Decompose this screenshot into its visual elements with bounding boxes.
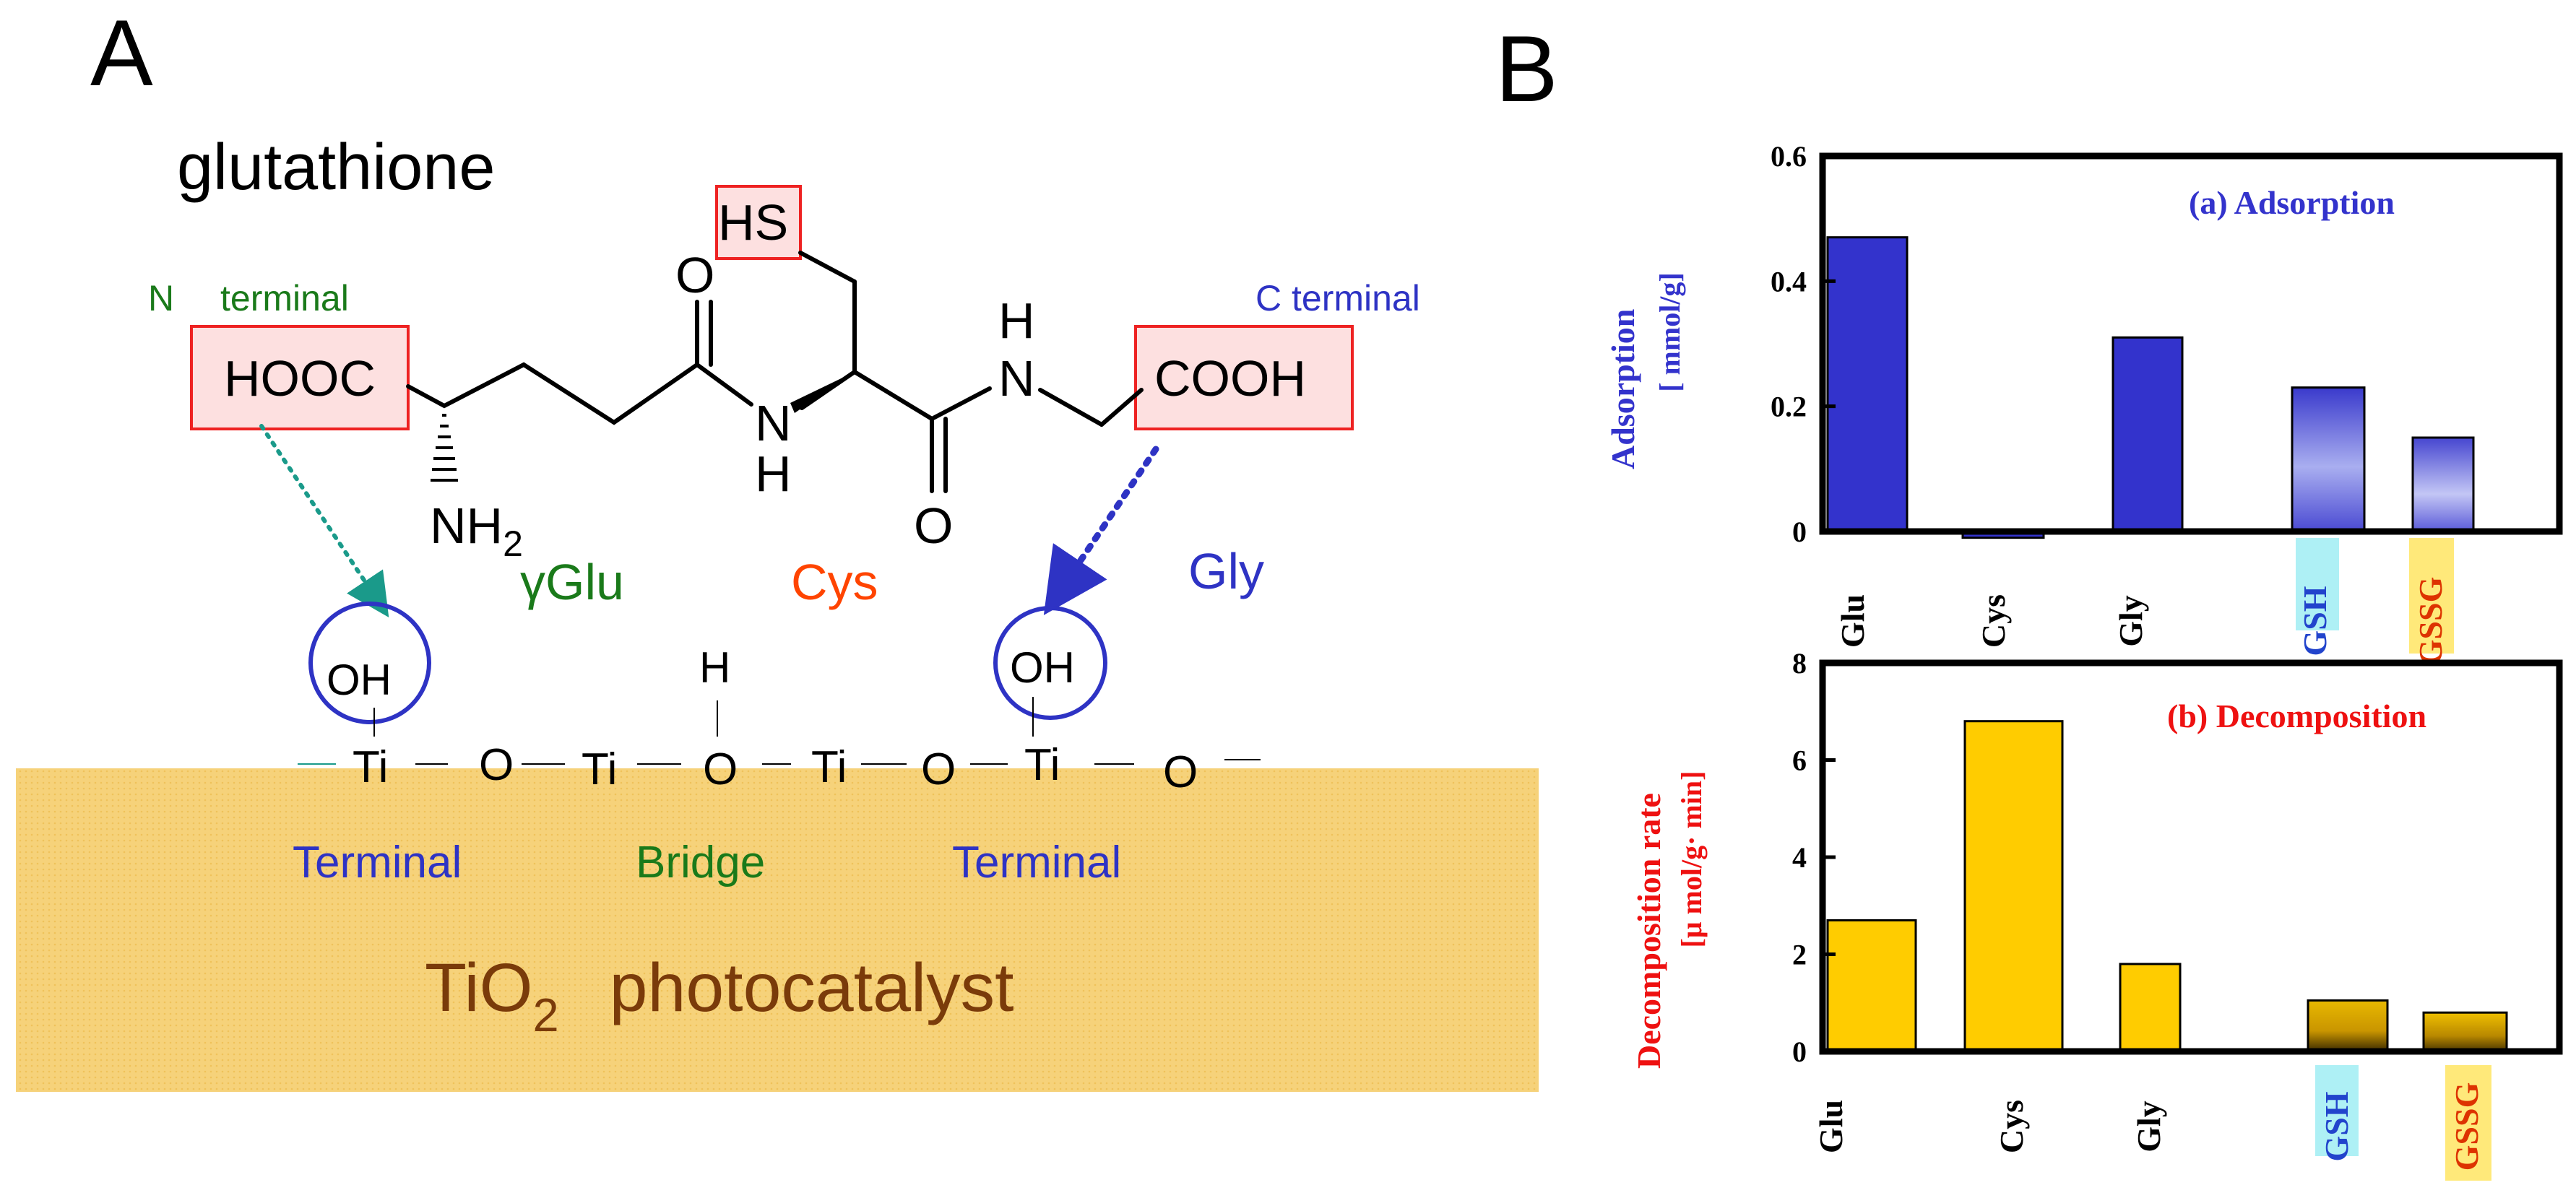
x-category-label: Glu <box>1834 594 1871 648</box>
y-axis-label: Adsorption <box>1604 309 1641 469</box>
chart-title: (b) Decomposition <box>2167 698 2426 734</box>
amide-n1: N <box>755 395 792 451</box>
chart-bar <box>2422 1011 2508 1053</box>
atom-labels: HOOC COOH HS O O N H H N NH2 <box>224 194 1306 564</box>
chart-bar <box>2307 999 2389 1053</box>
n-terminal-n: N <box>148 278 174 318</box>
surface-atoms: Ti O Ti O Ti O Ti O <box>353 740 1198 797</box>
panel-a-letter: A <box>90 0 153 105</box>
chart-bar <box>1826 236 1909 533</box>
y-tick-label: 0.6 <box>1771 140 1807 173</box>
surface-atom: O <box>921 745 956 794</box>
n-terminal-word: terminal <box>220 278 349 318</box>
plot-frame <box>1819 152 2563 535</box>
arrow-c-terminal <box>1043 446 1159 615</box>
x-category-label: GSH <box>2318 1091 2355 1161</box>
panel-a: A glutathione N terminal C terminal <box>16 0 1539 1092</box>
carbonyl-o2: O <box>914 498 953 554</box>
chart-bar <box>2119 963 2182 1053</box>
chart-bar <box>1826 919 1917 1053</box>
tio2-surface <box>16 768 1539 1092</box>
amide-h2: H <box>998 292 1035 349</box>
hooc-label: HOOC <box>224 350 376 407</box>
cooh-box <box>1134 325 1354 430</box>
gssg-highlight <box>2409 538 2454 654</box>
label-terminal-right: Terminal <box>952 838 1121 887</box>
chart-bar <box>2291 386 2366 533</box>
label-bridge: Bridge <box>636 838 765 887</box>
y-axis-unit: [μ mol/g· min] <box>1675 771 1708 948</box>
cooh-label: COOH <box>1154 350 1306 407</box>
residue-gly: Gly <box>1188 543 1264 599</box>
gsh-highlight <box>2296 538 2339 630</box>
oh-circle-right <box>993 606 1107 720</box>
surface-horizontal-bonds <box>298 759 1261 765</box>
x-category-label: Cys <box>1975 594 2012 648</box>
amide-h1: H <box>755 446 792 502</box>
y-axis-unit: [ mmol/g] <box>1654 272 1686 392</box>
panel-b-letter: B <box>1495 16 1558 121</box>
x-category-label: GSSG <box>2412 577 2449 666</box>
residue-glu: γGlu <box>520 554 624 610</box>
y-tick-label: 6 <box>1792 745 1807 777</box>
y-tick-label: 2 <box>1792 939 1807 971</box>
carbonyl-o1: O <box>675 247 714 303</box>
surface-atom: Ti <box>582 745 617 794</box>
y-axis-label: Decomposition rate <box>1630 793 1667 1069</box>
hs-label: HS <box>718 194 788 251</box>
surface-atom: O <box>703 745 738 794</box>
oh-left: OH <box>327 656 392 704</box>
x-category-label: Gly <box>2112 595 2149 647</box>
chart-bar <box>2411 436 2475 533</box>
surface-atom: O <box>479 740 514 790</box>
hashed-wedge <box>431 414 458 482</box>
y-tick-label: 0 <box>1792 516 1807 548</box>
arrow-n-terminal <box>259 424 389 617</box>
oh-right: OH <box>1010 643 1075 692</box>
c-terminal-label: C terminal <box>1255 278 1420 318</box>
y-tick-label: 0 <box>1792 1036 1807 1068</box>
chart-title: (a) Adsorption <box>2189 184 2395 221</box>
bridge-h: H <box>699 643 730 692</box>
oh-circle-left <box>308 602 431 724</box>
y-tick-label: 0.2 <box>1771 391 1807 423</box>
solid-wedge <box>790 372 855 413</box>
hs-box <box>715 185 802 260</box>
x-category-label: Glu <box>1812 1100 1849 1153</box>
x-category-label: GSH <box>2296 586 2333 656</box>
chart-bar <box>2112 336 2184 533</box>
residue-cys: Cys <box>791 554 878 610</box>
x-category-label: GSSG <box>2448 1082 2485 1171</box>
x-category-label: Gly <box>2130 1101 2167 1153</box>
surface-vertical-bonds <box>373 697 1034 737</box>
amide-n2: N <box>998 350 1035 407</box>
surface-atom: Ti <box>1024 740 1060 790</box>
y-tick-label: 8 <box>1792 647 1807 680</box>
nh2-label: NH2 <box>430 498 523 564</box>
y-tick-label: 0.4 <box>1771 265 1807 298</box>
surface-atom: Ti <box>353 742 388 792</box>
x-category-label: Cys <box>1993 1100 2030 1153</box>
chart-bar <box>1963 720 2064 1053</box>
hooc-box <box>190 325 410 430</box>
surface-atom: Ti <box>811 742 847 792</box>
label-terminal-left: Terminal <box>293 838 462 887</box>
surface-atom: O <box>1163 747 1198 797</box>
gsh-highlight <box>2315 1065 2359 1156</box>
y-tick-label: 4 <box>1792 841 1807 874</box>
molecule-name: glutathione <box>177 131 495 204</box>
gssg-highlight <box>2445 1065 2491 1181</box>
